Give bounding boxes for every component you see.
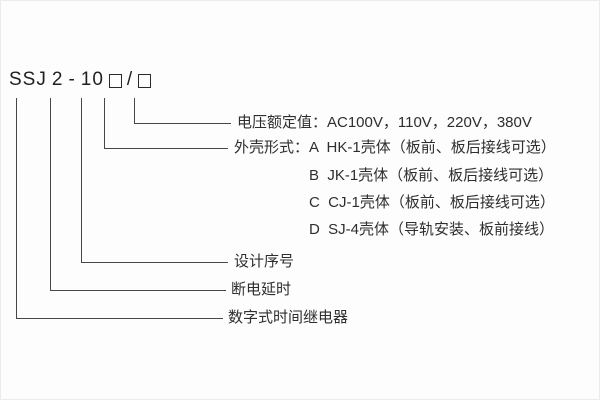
model-code-delay-digit: 2 — [51, 69, 64, 90]
model-code-design-number: 10 — [80, 69, 104, 90]
leader-line-delay-horizontal — [50, 290, 226, 291]
placeholder-box-enclosure — [108, 73, 122, 88]
leader-line-design-serial-vertical — [81, 98, 82, 262]
callout-delay-type: 断电延时 — [231, 281, 292, 298]
leader-line-design-serial-horizontal — [81, 262, 228, 263]
model-code-dash: - — [68, 69, 76, 90]
callout-enclosure-type-d: D SJ-4壳体（导轨安装、板前接线） — [309, 221, 555, 238]
model-code-prefix: SSJ — [9, 69, 47, 90]
leader-line-voltage-vertical — [134, 98, 135, 123]
model-code-slash: / — [126, 69, 134, 90]
leader-line-enclosure-horizontal — [104, 148, 228, 149]
leader-line-delay-vertical — [50, 98, 51, 290]
placeholder-box-voltage — [138, 73, 152, 88]
leader-line-enclosure-vertical — [104, 98, 105, 148]
leader-line-product-type-horizontal — [16, 318, 223, 319]
leader-line-voltage-horizontal — [134, 123, 231, 124]
callout-enclosure-type-a: 外壳形式：A HK-1壳体（板前、板后接线可选） — [234, 139, 556, 156]
callout-enclosure-type-c: C CJ-1壳体（板前、板后接线可选） — [309, 194, 555, 211]
callout-product-type: 数字式时间继电器 — [228, 309, 349, 326]
callout-design-serial: 设计序号 — [234, 253, 295, 270]
callout-enclosure-type-b: B JK-1壳体（板前、板后接线可选） — [309, 167, 554, 184]
callout-voltage-rating: 电压额定值：AC100V，110V，220V，380V — [237, 114, 532, 131]
model-code: SSJ 2 - 10 / — [9, 69, 152, 91]
leader-line-product-type-vertical — [16, 98, 17, 318]
